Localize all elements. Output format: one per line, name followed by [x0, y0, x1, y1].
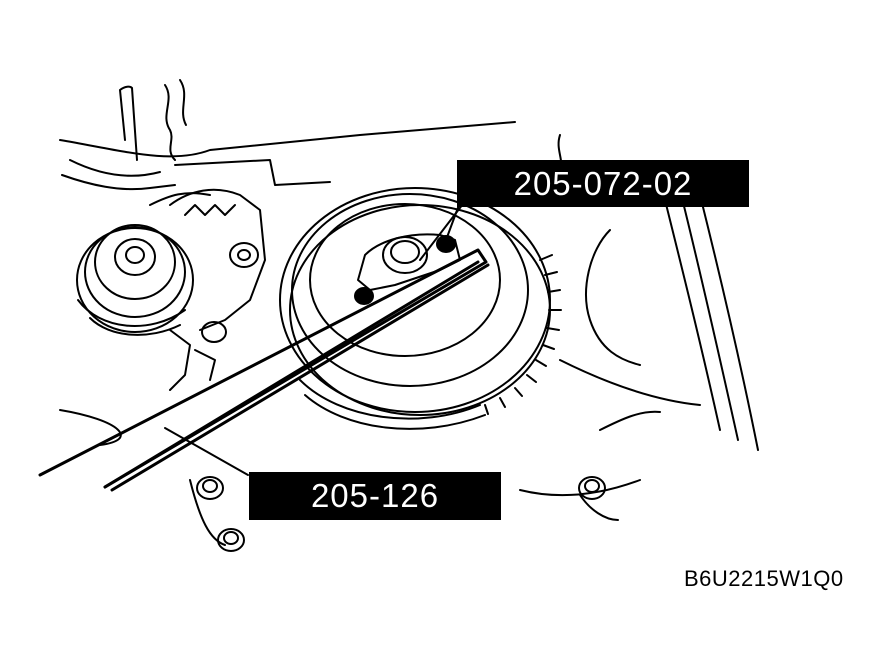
crankshaft-pulley: [279, 187, 562, 430]
tool-callout-205-072-02: 205-072-02: [457, 160, 749, 207]
tool-callout-205-126: 205-126: [249, 472, 501, 520]
lower-bolts: [189, 476, 619, 552]
tensioner-bracket: [169, 188, 266, 391]
figure-code: B6U2215W1Q0: [684, 566, 844, 591]
holder-plate: [354, 233, 461, 305]
idler-pulley: [76, 224, 194, 336]
holder-handle: [38, 248, 490, 492]
engine-background: [59, 79, 759, 497]
